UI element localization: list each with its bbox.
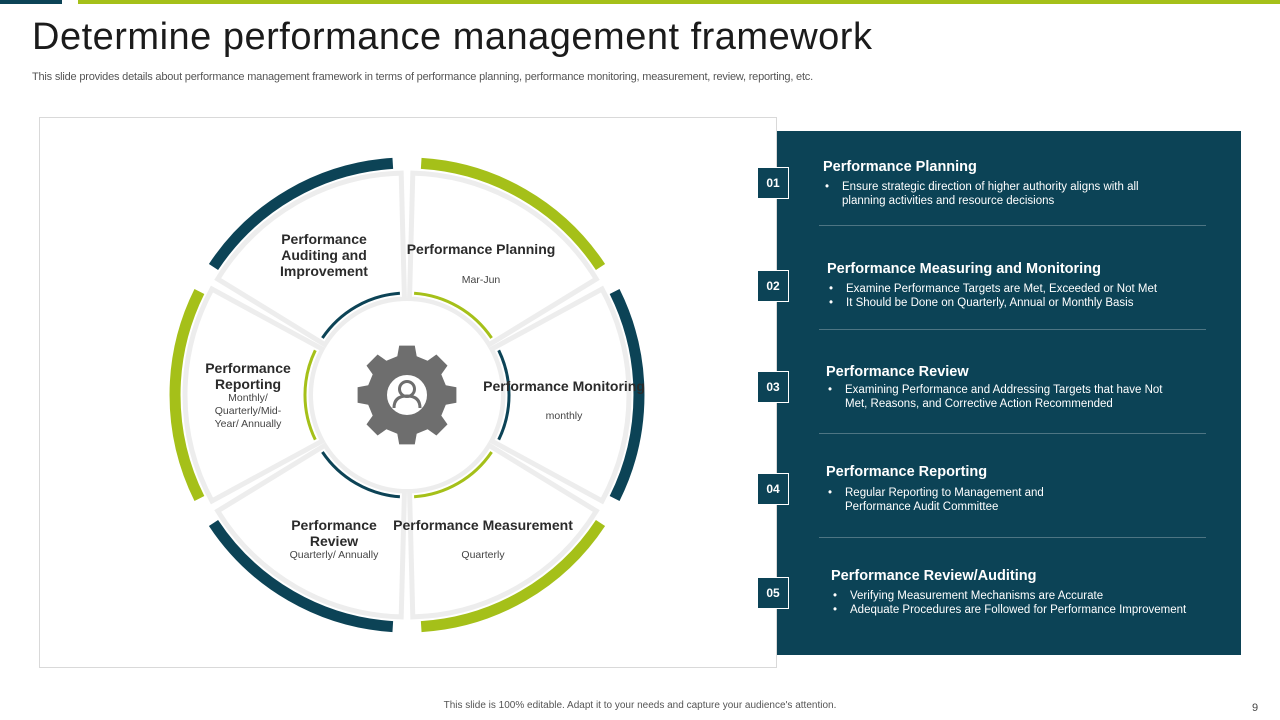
item-bullets-04: Regular Reporting to Management and Perf… [826,486,1056,514]
item-05-bullet-1: Verifying Measurement Mechanisms are Acc… [831,589,1216,603]
segment-review-sub: Quarterly/ Annually [289,549,379,561]
inner-arc-planning [413,291,493,339]
segment-reporting-title: Performance Reporting [205,360,291,392]
step-number-01: 01 [757,167,789,199]
item-title-02: Performance Measuring and Monitoring [827,261,1101,277]
outer-arc-reporting [169,289,205,501]
item-bullets-03: Examining Performance and Addressing Tar… [826,383,1166,411]
segment-planning-title: Performance Planning [406,241,556,257]
item-title-03: Performance Review [826,364,969,380]
item-01-bullet-1: Ensure strategic direction of higher aut… [823,180,1168,208]
segment-bg-reporting [182,285,327,505]
top-accent-bar-dark [0,0,62,4]
outer-arc-monitoring [609,289,645,501]
cycle-diagram-panel: Performance Planning Mar-Jun Performance… [39,117,777,668]
segment-measurement-title: Performance Measurement [393,517,573,533]
step-number-03: 03 [757,371,789,403]
segment-review-title: Performance Review [291,517,377,549]
page-number: 9 [1252,702,1259,714]
segment-bg-review [214,441,408,620]
step-number-02: 02 [757,270,789,302]
segment-monitoring-sub: monthly [545,410,583,422]
inner-arc-measurement [413,451,493,499]
divider-4 [819,537,1206,538]
segment-measurement-sub: Quarterly [461,549,505,561]
item-bullets-05: Verifying Measurement Mechanisms are Acc… [831,589,1216,617]
segment-monitoring-title: Performance Monitoring [483,378,645,394]
segment-bg-monitoring [487,285,632,505]
divider-3 [819,433,1206,434]
wheel-shapes [169,157,645,633]
segment-bg-planning [406,170,600,349]
item-title-05: Performance Review/Auditing [831,568,1037,584]
outer-arc-review [208,519,394,633]
user-body [392,394,422,409]
item-bullets-02: Examine Performance Targets are Met, Exc… [827,282,1197,310]
segment-planning-sub: Mar-Jun [461,274,501,286]
inner-arc-reporting [303,349,317,441]
segment-reporting-sub: Monthly/ Quarterly/Mid-Year/ Annually [214,392,282,430]
item-02-bullet-1: Examine Performance Targets are Met, Exc… [827,282,1197,296]
step-number-05: 05 [757,577,789,609]
outer-arc-measurement [420,519,606,633]
inner-arc-review [321,451,401,499]
item-05-bullet-2: Adequate Procedures are Followed for Per… [831,603,1216,617]
inner-arc-auditing [321,291,401,339]
step-number-04: 04 [757,473,789,505]
outer-arc-planning [420,157,606,271]
outer-arc-auditing [208,157,394,271]
footer-note: This slide is 100% editable. Adapt it to… [443,700,837,711]
item-03-bullet-1: Examining Performance and Addressing Tar… [826,383,1166,411]
divider-1 [819,225,1206,226]
page-title: Determine performance management framewo… [32,16,873,58]
segment-bg-auditing [214,170,408,349]
cycle-wheel [169,157,645,633]
top-accent-bar-green [78,0,1280,4]
item-02-bullet-2: It Should be Done on Quarterly, Annual o… [827,296,1197,310]
item-title-04: Performance Reporting [826,464,988,480]
item-title-01: Performance Planning [823,159,977,175]
item-04-bullet-1: Regular Reporting to Management and Perf… [826,486,1056,514]
inner-arc-monitoring [497,349,511,441]
segment-bg-measurement [406,441,600,620]
item-bullets-01: Ensure strategic direction of higher aut… [823,180,1168,208]
segment-auditing-title: Performance Auditing and Improvement [280,231,368,279]
divider-2 [819,329,1206,330]
page-subtitle: This slide provides details about perfor… [32,71,813,83]
gear-user-icon [357,345,457,445]
